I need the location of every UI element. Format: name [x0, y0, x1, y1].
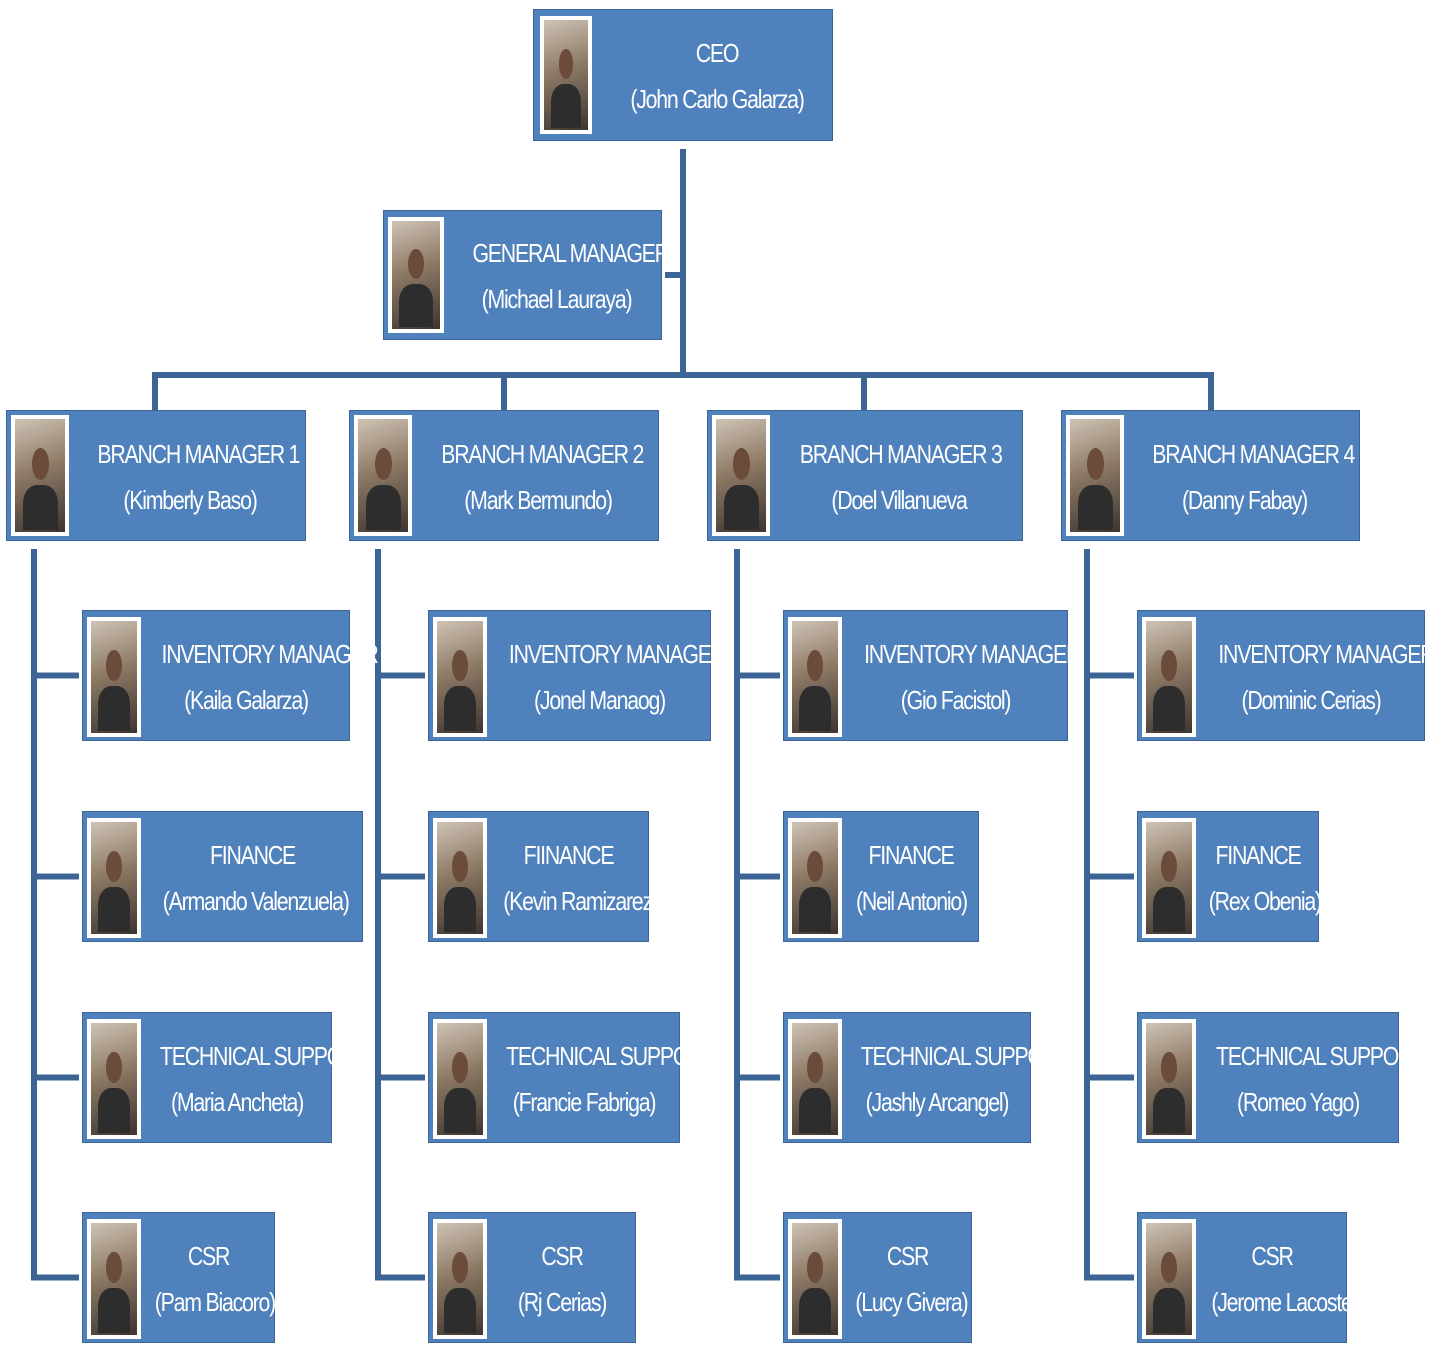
role-title: CEO [695, 38, 740, 68]
role-title: BRANCH MANAGER 4 [1152, 438, 1355, 469]
staff-box: TECHNICAL SUPPORT (Jashly Arcangel) [783, 1012, 1070, 1143]
person-name: (Dominic Cerias) [1241, 684, 1381, 715]
person-name: (Jashly Arcangel) [865, 1086, 1010, 1117]
role-title: BRANCH MANAGER 3 [799, 438, 1003, 469]
staff-box: TECHNICAL SUPPORT (Francie Fabriga) [428, 1012, 715, 1143]
profile-photo [1142, 617, 1196, 737]
person-name: (Rj Cerias) [517, 1286, 608, 1317]
role-title: CSR [886, 1240, 930, 1271]
person-name: (Rex Obenia) [1208, 885, 1322, 916]
profile-photo [1142, 1019, 1196, 1139]
branch-manager-3-box: BRANCH MANAGER 3 (Doel Villanueva [707, 410, 1023, 541]
branch-manager-4-box: BRANCH MANAGER 4 (Danny Fabay) [1061, 410, 1360, 541]
person-name: (John Carlo Galarza) [630, 84, 805, 114]
profile-photo [788, 1219, 842, 1339]
branch-manager-1-box: BRANCH MANAGER 1 (Kimberly Baso) [6, 410, 306, 541]
role-title: FINANCE [868, 839, 955, 870]
staff-box: INVENTORY MANAGER (Kaila Galarza) [82, 610, 379, 741]
role-title: BRANCH MANAGER 2 [441, 438, 644, 469]
profile-photo [433, 1219, 487, 1339]
profile-photo [87, 818, 141, 938]
branch-manager-2-box: BRANCH MANAGER 2 (Mark Bermundo) [349, 410, 659, 541]
role-title: CSR [1251, 1240, 1294, 1271]
role-title: TECHNICAL SUPPORT [506, 1040, 715, 1071]
person-name: (Danny Fabay) [1181, 484, 1308, 515]
ceo-box: CEO (John Carlo Galarza) [533, 9, 833, 141]
staff-box: FINANCE (Rex Obenia) [1137, 811, 1322, 942]
profile-photo [788, 818, 842, 938]
person-name: (Maria Ancheta) [170, 1086, 304, 1117]
staff-box: CSR (Jerome Lacoste) [1137, 1212, 1359, 1343]
role-title: TECHNICAL SUPPORT [159, 1040, 369, 1071]
person-name: (Gio Facistol) [900, 684, 1012, 715]
staff-box: CSR (Pam Biacoro) [82, 1212, 276, 1343]
person-name: (Doel Villanueva [831, 484, 967, 515]
profile-photo [540, 16, 592, 134]
profile-photo [712, 415, 770, 536]
staff-box: TECHNICAL SUPPORT (Romeo Yago) [1137, 1012, 1425, 1143]
profile-photo [433, 818, 487, 938]
role-title: INVENTORY MANAGER [161, 638, 379, 669]
profile-photo [788, 617, 842, 737]
profile-photo [11, 415, 69, 536]
role-title: INVENTORY MANAGER [864, 638, 1081, 669]
profile-photo [1066, 415, 1124, 536]
person-name: (Kaila Galarza) [184, 684, 309, 715]
role-title: INVENTORY MANAGER [1218, 638, 1431, 669]
staff-box: TECHNICAL SUPPORT (Maria Ancheta) [82, 1012, 369, 1143]
person-name: (Kimberly Baso) [123, 484, 257, 515]
staff-box: CSR (Lucy Givera) [783, 1212, 972, 1343]
profile-photo [1142, 818, 1196, 938]
person-name: (Jonel Manaog) [534, 684, 666, 715]
person-name: (Neil Antonio) [856, 885, 968, 916]
general-manager-box: GENERAL MANAGER (Michael Lauraya) [383, 210, 670, 340]
profile-photo [433, 617, 487, 737]
role-title: BRANCH MANAGER 1 [97, 438, 300, 469]
person-name: (Lucy Givera) [855, 1286, 968, 1317]
person-name: (Jerome Lacoste) [1211, 1286, 1358, 1317]
staff-box: FIINANCE (Kevin Ramizarez) [428, 811, 659, 942]
profile-photo [87, 1219, 141, 1339]
person-name: (Kevin Ramizarez) [503, 885, 659, 916]
staff-box: FINANCE (Neil Antonio) [783, 811, 979, 942]
staff-box: FINANCE (Armando Valenzuela) [82, 811, 363, 942]
role-title: TECHNICAL SUPPORT [1216, 1040, 1425, 1071]
role-title: FINANCE [1215, 839, 1302, 870]
profile-photo [87, 617, 141, 737]
role-title: GENERAL MANAGER [472, 238, 670, 268]
person-name: (Mark Bermundo) [464, 484, 613, 515]
role-title: CSR [541, 1240, 584, 1271]
person-name: (Armando Valenzuela) [162, 885, 350, 916]
profile-photo [354, 415, 412, 536]
person-name: (Michael Lauraya) [481, 284, 633, 314]
staff-box: INVENTORY MANAGER (Dominic Cerias) [1137, 610, 1431, 741]
profile-photo [1142, 1219, 1196, 1339]
profile-photo [433, 1019, 487, 1139]
role-title: INVENTORY MANAGER [508, 638, 726, 669]
profile-photo [87, 1019, 141, 1139]
person-name: (Pam Biacoro) [154, 1286, 276, 1317]
profile-photo [388, 217, 444, 333]
person-name: (Romeo Yago) [1237, 1086, 1360, 1117]
profile-photo [788, 1019, 842, 1139]
person-name: (Francie Fabriga) [512, 1086, 657, 1117]
role-title: CSR [187, 1240, 231, 1271]
role-title: TECHNICAL SUPPORT [860, 1040, 1070, 1071]
role-title: FINANCE [210, 839, 296, 870]
role-title: FIINANCE [523, 839, 615, 870]
staff-box: CSR (Rj Cerias) [428, 1212, 636, 1343]
staff-box: INVENTORY MANAGER (Gio Facistol) [783, 610, 1081, 741]
staff-box: INVENTORY MANAGER (Jonel Manaog) [428, 610, 726, 741]
